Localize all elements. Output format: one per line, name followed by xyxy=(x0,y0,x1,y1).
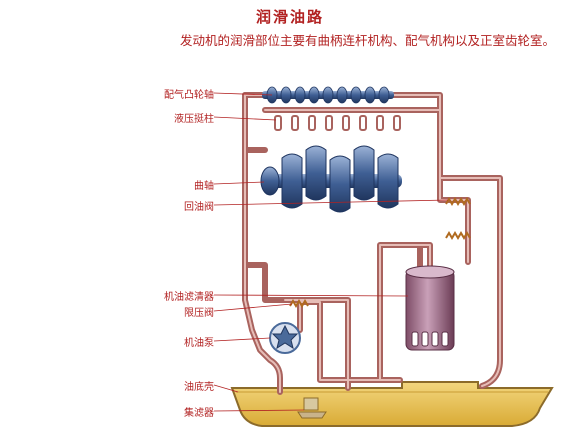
camshaft xyxy=(262,86,394,104)
label-limit-valve: 限压阀 xyxy=(184,308,214,319)
hydraulic-tappets xyxy=(274,115,401,131)
label-oil-filter: 机油滤清器 xyxy=(164,292,214,303)
diagram-description: 发动机的润滑部位主要有曲柄连杆机构、配气机构以及正室齿轮室。 xyxy=(180,33,556,48)
label-tappet: 液压挺柱 xyxy=(174,114,214,125)
oil-pump xyxy=(269,322,301,354)
strainer xyxy=(297,397,327,419)
label-oil-pump: 机油泵 xyxy=(184,338,214,349)
crankshaft xyxy=(260,145,402,213)
label-return-valve: 回油阀 xyxy=(184,202,214,213)
label-strainer: 集滤器 xyxy=(184,408,214,419)
oil-filter xyxy=(405,265,455,351)
limit-valve xyxy=(289,299,309,308)
diagram-title: 润滑油路 xyxy=(255,8,324,26)
return-valves xyxy=(445,197,471,240)
label-camshaft: 配气凸轮轴 xyxy=(164,90,214,101)
leader-lines xyxy=(213,92,449,412)
label-oil-pan: 油底壳 xyxy=(184,382,214,393)
label-crankshaft: 曲轴 xyxy=(194,181,214,192)
